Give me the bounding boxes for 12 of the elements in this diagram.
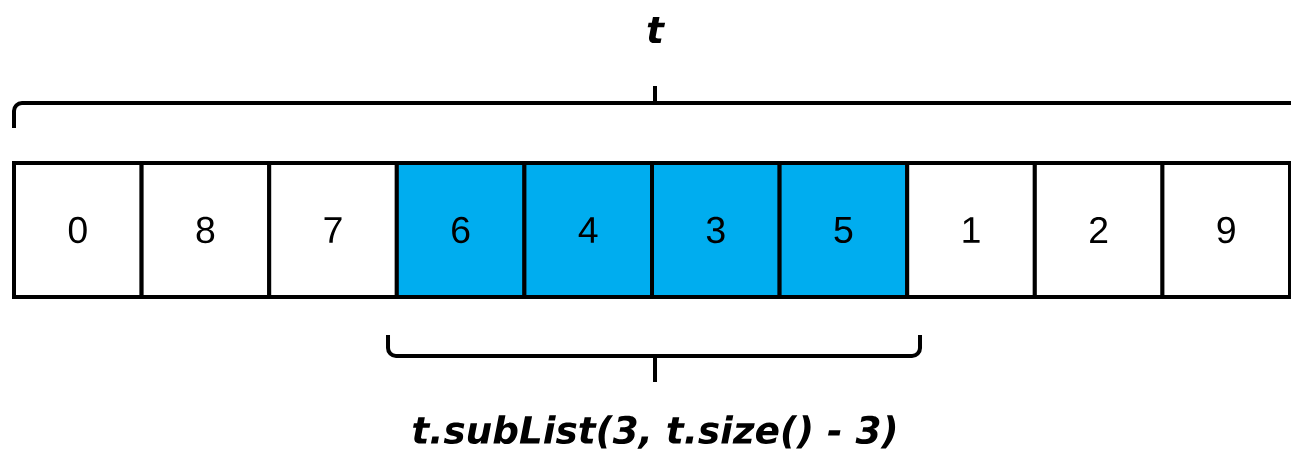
array-cell: 6	[394, 161, 527, 299]
array-cell: 8	[139, 161, 272, 299]
array-cell: 5	[777, 161, 910, 299]
array-cell: 7	[267, 161, 399, 299]
array-cell: 3	[650, 161, 782, 299]
array-cell: 2	[1032, 161, 1165, 299]
array-cell: 1	[905, 161, 1037, 299]
array-cell: 9	[1160, 161, 1291, 299]
array-cell: 0	[12, 161, 144, 299]
brace-label: t	[647, 16, 666, 44]
array-cell: 4	[522, 161, 654, 299]
brace-label: t.subList(3, t.size() - 3)	[413, 415, 896, 449]
